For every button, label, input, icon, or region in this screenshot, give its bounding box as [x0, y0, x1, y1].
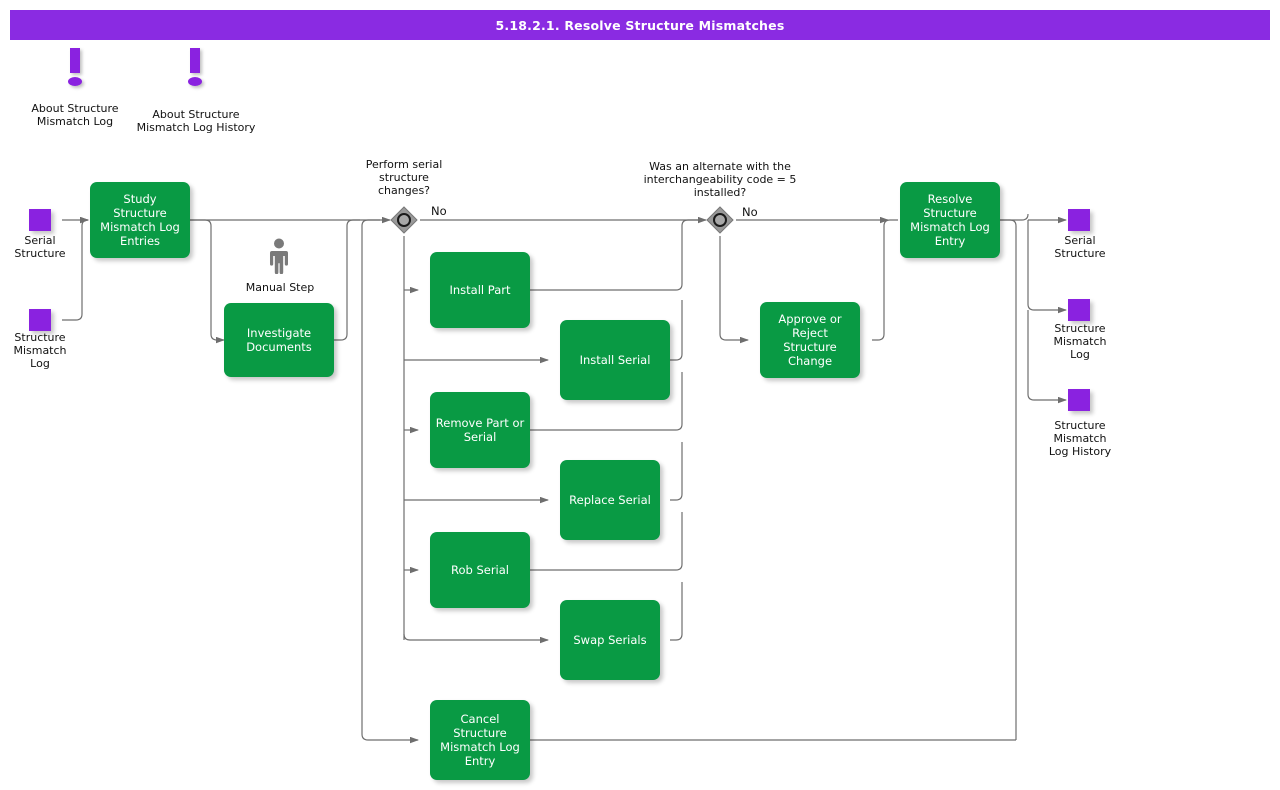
activity-approve-or-reject-structure-change[interactable]: Approve or Reject Structure Change	[760, 302, 860, 378]
note-label-about-structure-mismatch-log-history: About Structure Mismatch Log History	[136, 108, 256, 134]
exclamation-icon	[52, 48, 98, 88]
decision-question-perform-serial-structure-changes: Perform serial structure changes?	[365, 158, 443, 197]
activity-replace-serial[interactable]: Replace Serial	[560, 460, 660, 540]
object-serial-structure-input[interactable]	[29, 209, 51, 231]
activity-resolve-structure-mismatch-log-entry[interactable]: Resolve Structure Mismatch Log Entry	[900, 182, 1000, 258]
object-structure-mismatch-log-history-output[interactable]	[1068, 389, 1090, 411]
decision-perform-serial-structure-changes[interactable]	[390, 206, 418, 234]
note-about-structure-mismatch-log-history	[172, 48, 218, 88]
object-label-structure-mismatch-log-input: Structure Mismatch Log	[13, 331, 67, 370]
object-label-structure-mismatch-log-output: Structure Mismatch Log	[1053, 322, 1107, 361]
page-title: 5.18.2.1. Resolve Structure Mismatches	[10, 10, 1270, 40]
manual-step-label: Manual Step	[245, 281, 315, 294]
activity-swap-serials[interactable]: Swap Serials	[560, 600, 660, 680]
note-label-about-structure-mismatch-log: About Structure Mismatch Log	[31, 102, 119, 128]
person-icon	[266, 238, 292, 275]
activity-install-part[interactable]: Install Part	[430, 252, 530, 328]
decision-question-alternate-interchangeability: Was an alternate with the interchangeabi…	[643, 160, 797, 199]
exclamation-dot	[188, 77, 202, 86]
object-label-serial-structure-output: Serial Structure	[1054, 234, 1106, 260]
object-label-structure-mismatch-log-history-output: Structure Mismatch Log History	[1048, 419, 1112, 458]
activity-install-serial[interactable]: Install Serial	[560, 320, 670, 400]
exclamation-bar	[70, 48, 80, 73]
object-structure-mismatch-log-output[interactable]	[1068, 299, 1090, 321]
activity-study-structure-mismatch-log-entries[interactable]: Study Structure Mismatch Log Entries	[90, 182, 190, 258]
object-label-serial-structure-input: Serial Structure	[14, 234, 66, 260]
exclamation-bar	[190, 48, 200, 73]
activity-cancel-structure-mismatch-log-entry[interactable]: Cancel Structure Mismatch Log Entry	[430, 700, 530, 780]
edge-label-no-2: No	[742, 205, 758, 219]
object-serial-structure-output[interactable]	[1068, 209, 1090, 231]
note-about-structure-mismatch-log	[52, 48, 98, 88]
activity-rob-serial[interactable]: Rob Serial	[430, 532, 530, 608]
decision-alternate-interchangeability[interactable]	[706, 206, 734, 234]
exclamation-dot	[68, 77, 82, 86]
activity-remove-part-or-serial[interactable]: Remove Part or Serial	[430, 392, 530, 468]
object-structure-mismatch-log-input[interactable]	[29, 309, 51, 331]
exclamation-icon	[172, 48, 218, 88]
edge-label-no-1: No	[431, 204, 447, 218]
activity-investigate-documents[interactable]: Investigate Documents	[224, 303, 334, 377]
